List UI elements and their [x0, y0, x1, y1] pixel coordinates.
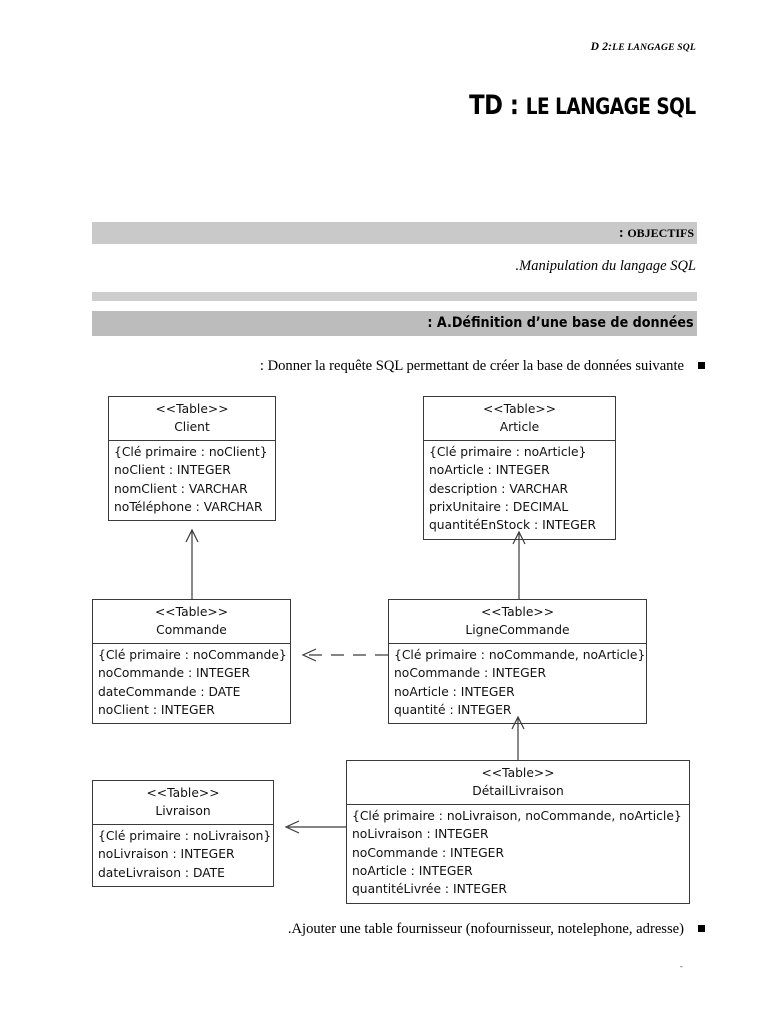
- attribute-row: noLivraison : INTEGER: [98, 847, 235, 862]
- attribute-row: noLivraison : INTEGER: [352, 827, 489, 842]
- arrowhead-open-up: [185, 528, 199, 543]
- running-header-rest: Le langage SQL: [612, 42, 696, 53]
- attribute-row: {Clé primaire : noArticle}: [429, 444, 587, 459]
- uml-table-lignecommande-attributes: {Clé primaire : noCommande, noArticle} n…: [389, 644, 646, 724]
- objectifs-banner: : Objectifs: [92, 222, 697, 244]
- attribute-row: quantité : INTEGER: [394, 703, 512, 718]
- thin-divider-bar: [92, 292, 697, 301]
- page-title-prefix: TD :: [469, 90, 527, 121]
- uml-table-lignecommande: <<Table>> LigneCommande {Clé primaire : …: [388, 599, 647, 725]
- uml-table-client-header: <<Table>> Client: [109, 397, 275, 441]
- attribute-row: {Clé primaire : noCommande, noArticle}: [394, 647, 646, 662]
- stereotype-label: <<Table>>: [482, 402, 556, 416]
- uml-table-livraison-attributes: {Clé primaire : noLivraison} noLivraison…: [93, 825, 273, 886]
- uml-table-detaillivraison: <<Table>> DétailLivraison {Clé primaire …: [346, 760, 690, 904]
- attribute-row: noArticle : INTEGER: [429, 463, 550, 478]
- stereotype-label: <<Table>>: [146, 786, 220, 800]
- attribute-row: quantitéLivrée : INTEGER: [352, 882, 507, 897]
- objectifs-label-prefix: :: [618, 225, 628, 241]
- uml-table-commande-header: <<Table>> Commande: [93, 600, 290, 644]
- attribute-row: quantitéEnStock : INTEGER: [429, 518, 597, 533]
- stereotype-label: <<Table>>: [481, 766, 555, 780]
- uml-table-livraison: <<Table>> Livraison {Clé primaire : noLi…: [92, 780, 274, 888]
- stereotype-label: <<Table>>: [480, 605, 554, 619]
- objectifs-label-rest: Objectifs: [627, 226, 694, 240]
- objectifs-banner-label: : Objectifs: [619, 225, 694, 241]
- square-bullet-icon: [698, 362, 705, 369]
- page-mark: -: [680, 962, 683, 971]
- section-a-banner: : A.Définition d’une base de données: [92, 311, 697, 336]
- uml-table-client-attributes: {Clé primaire : noClient} noClient : INT…: [109, 441, 275, 521]
- table-name: Client: [174, 420, 210, 435]
- page-title: TD : Le langage SQL: [469, 90, 697, 121]
- arrowhead-open-left: [284, 820, 300, 834]
- objectifs-text: .Manipulation du langage SQL: [515, 258, 696, 274]
- running-header: D 2:Le langage SQL: [591, 41, 696, 53]
- uml-table-article-attributes: {Clé primaire : noArticle} noArticle : I…: [424, 441, 615, 539]
- attribute-row: noTéléphone : VARCHAR: [114, 500, 263, 515]
- uml-table-client: <<Table>> Client {Clé primaire : noClien…: [108, 396, 276, 522]
- table-name: Article: [499, 420, 540, 435]
- table-name: Commande: [156, 623, 227, 638]
- running-header-prefix: D 2:: [590, 41, 613, 53]
- page-title-rest: Le langage SQL: [526, 95, 696, 120]
- attribute-row: nomClient : VARCHAR: [114, 481, 248, 496]
- bullet-add-fournisseur-text: .Ajouter une table fournisseur (nofourni…: [287, 921, 684, 937]
- bullet-add-fournisseur: .Ajouter une table fournisseur (nofourni…: [288, 921, 705, 938]
- attribute-row: {Clé primaire : noLivraison, noCommande,…: [352, 808, 682, 823]
- uml-table-lignecommande-header: <<Table>> LigneCommande: [389, 600, 646, 644]
- uml-table-detaillivraison-attributes: {Clé primaire : noLivraison, noCommande,…: [347, 805, 689, 903]
- attribute-row: noClient : INTEGER: [114, 463, 231, 478]
- attribute-row: {Clé primaire : noCommande}: [98, 647, 287, 662]
- stereotype-label: <<Table>>: [154, 605, 228, 619]
- attribute-row: noArticle : INTEGER: [352, 864, 473, 879]
- uml-table-commande-attributes: {Clé primaire : noCommande} noCommande :…: [93, 644, 290, 724]
- table-name: DétailLivraison: [472, 784, 564, 799]
- uml-table-detaillivraison-header: <<Table>> DétailLivraison: [347, 761, 689, 805]
- attribute-row: {Clé primaire : noLivraison}: [98, 828, 272, 843]
- attribute-row: description : VARCHAR: [429, 481, 569, 496]
- uml-table-commande: <<Table>> Commande {Clé primaire : noCom…: [92, 599, 291, 725]
- attribute-row: dateLivraison : DATE: [98, 865, 225, 880]
- table-name: LigneCommande: [465, 623, 570, 638]
- uml-table-article-header: <<Table>> Article: [424, 397, 615, 441]
- bullet-create-database-text: : Donner la requête SQL permettant de cr…: [259, 358, 684, 374]
- arrowhead-open-left: [301, 648, 317, 662]
- attribute-row: dateCommande : DATE: [98, 684, 241, 699]
- attribute-row: {Clé primaire : noClient}: [114, 444, 268, 459]
- stereotype-label: <<Table>>: [155, 402, 229, 416]
- attribute-row: noClient : INTEGER: [98, 703, 215, 718]
- attribute-row: noArticle : INTEGER: [394, 684, 515, 699]
- square-bullet-icon: [698, 925, 705, 932]
- attribute-row: prixUnitaire : DECIMAL: [429, 500, 569, 515]
- attribute-row: noCommande : INTEGER: [98, 666, 250, 681]
- uml-table-livraison-header: <<Table>> Livraison: [93, 781, 273, 825]
- attribute-row: noCommande : INTEGER: [394, 666, 546, 681]
- bullet-create-database: : Donner la requête SQL permettant de cr…: [260, 358, 705, 375]
- attribute-row: noCommande : INTEGER: [352, 845, 504, 860]
- uml-table-article: <<Table>> Article {Clé primaire : noArti…: [423, 396, 616, 540]
- table-name: Livraison: [155, 804, 211, 819]
- section-a-label: : A.Définition d’une base de données: [427, 315, 694, 331]
